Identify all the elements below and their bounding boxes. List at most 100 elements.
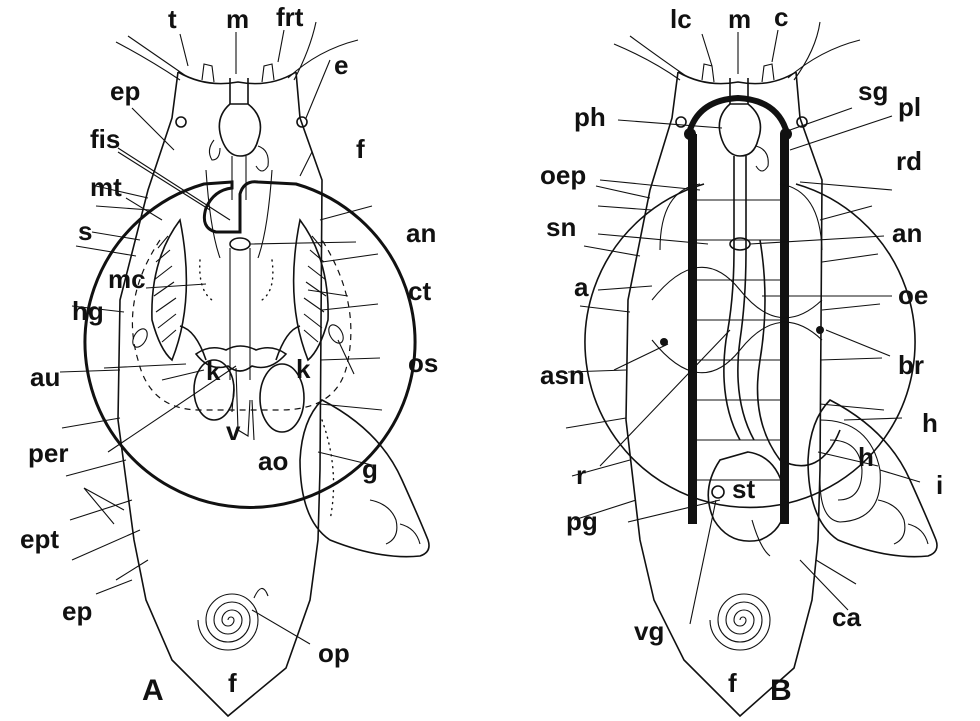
panel-b-tentacle-left-2	[630, 36, 686, 76]
panel-b-frontal-left	[702, 64, 714, 82]
label-b-h-inner: h	[858, 442, 874, 472]
panel-b-pedal-cord-right	[780, 134, 789, 524]
label-ct: ct	[408, 276, 431, 306]
panel-a-operculum-edge	[254, 588, 268, 598]
label-b-ph: ph	[574, 102, 606, 132]
label-b-f-bottom: f	[728, 668, 737, 698]
panel-b-shell-whorl	[878, 500, 928, 544]
label-per: per	[28, 438, 68, 468]
label-b-c: c	[774, 2, 788, 32]
panel-a-shell-whorl	[370, 500, 420, 544]
label-b-i: i	[936, 470, 943, 500]
panel-b-ganglion-br	[816, 326, 824, 334]
label-v: v	[226, 416, 241, 446]
label-b-pl: pl	[898, 92, 921, 122]
label-ep-top: ep	[110, 76, 140, 106]
panel-b-head	[678, 72, 796, 84]
panel-b-tentacle-left	[614, 44, 680, 80]
panel-b-ganglion-vg	[712, 486, 724, 498]
panel-a-eye-left	[176, 117, 186, 127]
label-f-right: f	[356, 134, 365, 164]
panel-a-ctenidium-left	[152, 220, 187, 360]
label-hg: hg	[72, 296, 104, 326]
panel-a-pericardium	[180, 326, 300, 360]
panel-a-osphradium-left	[130, 326, 150, 349]
panel-a-tentacle-left-2	[128, 36, 186, 76]
label-b-oe: oe	[898, 280, 928, 310]
label-ept: ept	[20, 524, 59, 554]
panel-b: lc m c sg ph pl oep rd sn an a oe asn br…	[540, 2, 943, 716]
panel-a-label: A	[142, 674, 164, 707]
panel-a-hypobranchial-left	[200, 260, 212, 300]
panel-a-ctenidium-right-rib	[304, 236, 326, 342]
label-t: t	[168, 4, 177, 34]
panel-a-ctenidium-left-rib	[154, 236, 176, 342]
panel-b-stomach-caecum	[752, 520, 770, 556]
panel-a: t m frt ep e fis f mt s an mc hg ct os a…	[20, 2, 438, 716]
panel-a-anus	[230, 238, 250, 250]
panel-b-visceral-loop-2	[652, 322, 822, 373]
panel-a-salivary-left	[209, 140, 220, 160]
panel-a-operculum	[198, 594, 258, 650]
label-b-rd: rd	[896, 146, 922, 176]
label-g: g	[362, 454, 378, 484]
label-b-an: an	[892, 218, 922, 248]
panel-a-pharynx	[219, 104, 260, 156]
panel-b-oesophagus	[724, 156, 754, 440]
panel-b-pedal-cord-left	[688, 134, 697, 524]
label-an: an	[406, 218, 436, 248]
panel-a-hypobranchial-right	[262, 260, 273, 300]
panel-a-frontal-lobe-right	[262, 64, 274, 82]
label-b-ca: ca	[832, 602, 861, 632]
label-au: au	[30, 362, 60, 392]
label-op: op	[318, 638, 350, 668]
panel-b-nerve-ring	[690, 98, 786, 130]
label-b-h-right: h	[922, 408, 938, 438]
panel-b-pharynx	[719, 104, 760, 156]
label-b-m: m	[728, 4, 751, 34]
panel-b-salivary	[756, 146, 768, 171]
label-b-oep: oep	[540, 160, 586, 190]
panel-b-operculum	[710, 594, 770, 650]
panel-a-osphradium-right	[326, 322, 346, 345]
label-mc: mc	[108, 264, 146, 294]
panel-a-head	[178, 72, 296, 84]
label-b-r: r	[576, 460, 586, 490]
label-ep-bottom: ep	[62, 596, 92, 626]
panel-a-body-outline	[118, 72, 322, 716]
panel-a-gonad-dots	[322, 420, 334, 520]
label-k-left: k	[206, 356, 221, 386]
label-s: s	[78, 216, 92, 246]
panel-b-tentacle-right	[794, 22, 820, 80]
label-b-br: br	[898, 350, 924, 380]
label-os: os	[408, 348, 438, 378]
label-ao: ao	[258, 446, 288, 476]
panel-b-visceral-loop	[652, 267, 822, 318]
panel-a-tentacle-left	[116, 42, 180, 80]
label-b-vg: vg	[634, 616, 664, 646]
label-f-bottom: f	[228, 668, 237, 698]
label-b-st: st	[732, 474, 755, 504]
label-b-a: a	[574, 272, 589, 302]
label-k-right: k	[296, 354, 311, 384]
label-b-sg: sg	[858, 76, 888, 106]
panel-b-frontal-right	[762, 64, 774, 82]
panel-b-rectum	[758, 240, 841, 466]
label-fis: fis	[90, 124, 120, 154]
panel-a-frontal-lobe-left	[202, 64, 214, 82]
label-frt: frt	[276, 2, 304, 32]
panel-b-shell	[808, 400, 937, 557]
label-b-pg: pg	[566, 506, 598, 536]
label-b-asn: asn	[540, 360, 585, 390]
label-m: m	[226, 4, 249, 34]
label-mt: mt	[90, 172, 122, 202]
panel-a-rectum	[230, 248, 250, 380]
panel-a-salivary-right	[256, 146, 268, 171]
label-b-sn: sn	[546, 212, 576, 242]
panel-a-setae	[60, 186, 382, 580]
label-e: e	[334, 50, 348, 80]
panel-b-label: B	[770, 674, 792, 707]
label-b-lc: lc	[670, 4, 692, 34]
